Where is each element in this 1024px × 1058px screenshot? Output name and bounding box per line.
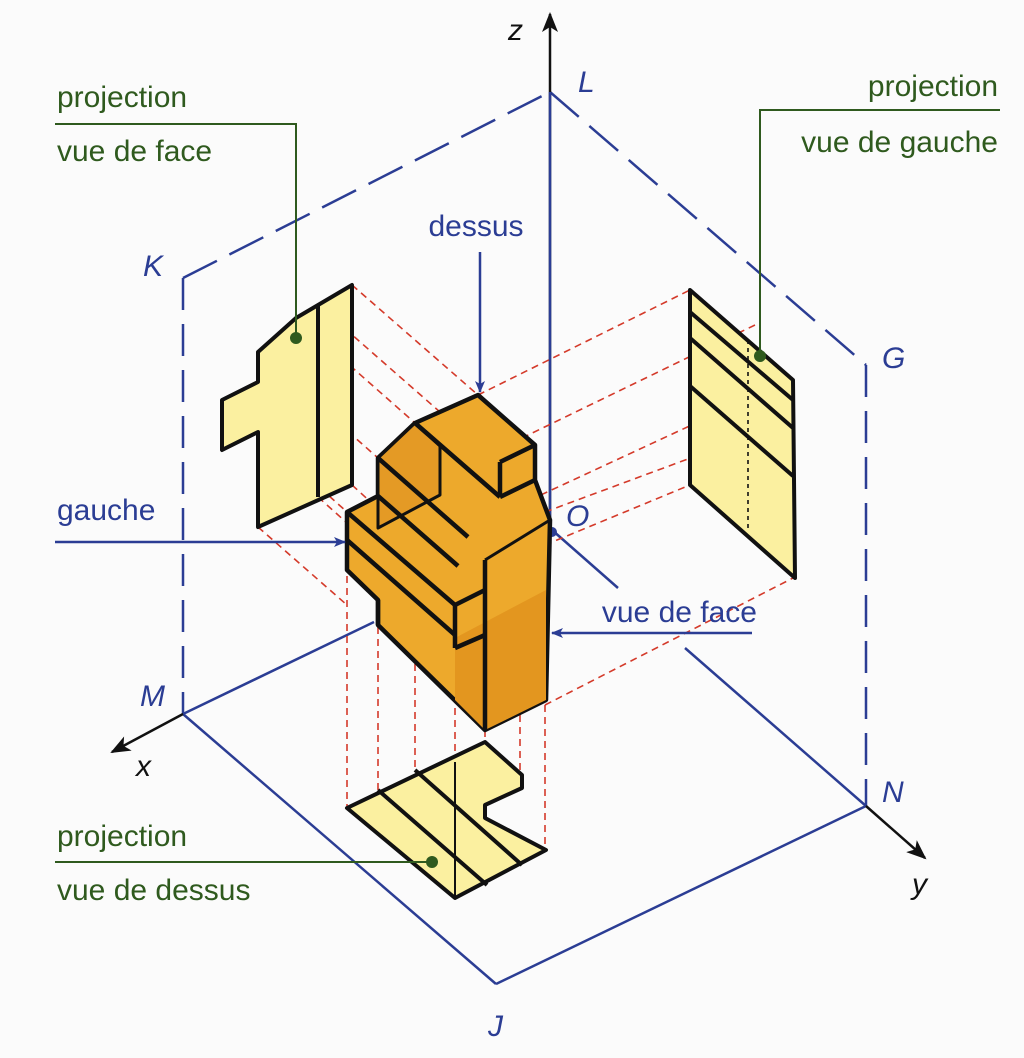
plane-edge-M-J <box>182 713 497 985</box>
top-view-shape <box>345 740 548 900</box>
front-view-callout-dot <box>290 332 302 344</box>
solid-object <box>344 392 553 733</box>
x-axis <box>110 712 184 754</box>
solid-shaded-face <box>455 590 546 730</box>
front-projection-label-1: projection <box>57 81 187 114</box>
top-view-callout-dot <box>426 856 438 868</box>
top-view-projection <box>345 740 548 900</box>
front-view-projection <box>220 283 354 529</box>
left-view-projection <box>688 288 797 580</box>
left-projection-label-2: vue de gauche <box>801 126 998 159</box>
text-labels: projection vue de face projection vue de… <box>57 14 998 1043</box>
plane-edge-L-G <box>549 91 867 366</box>
dessus-label: dessus <box>428 210 523 243</box>
front-view-shape <box>220 283 354 529</box>
point-O: O <box>566 500 589 533</box>
point-N: N <box>882 776 904 809</box>
point-G: G <box>882 342 905 375</box>
gauche-label: gauche <box>57 494 155 527</box>
view-arrows <box>55 252 752 638</box>
top-projection-label-1: projection <box>57 820 187 853</box>
vue-de-face-label: vue de face <box>602 596 757 629</box>
y-axis <box>865 805 927 860</box>
axes <box>110 12 927 860</box>
plane-edge-O-y <box>551 529 619 589</box>
reference-planes <box>181 90 868 986</box>
point-M: M <box>140 680 165 713</box>
callout-leaders <box>55 109 1000 863</box>
axis-z-label: z <box>507 14 523 47</box>
point-J: J <box>487 1010 504 1043</box>
top-projection-label-2: vue de dessus <box>57 874 250 907</box>
left-view-callout-dot <box>754 350 766 362</box>
point-L: L <box>578 66 595 99</box>
plane-edge-M-O <box>182 620 375 716</box>
left-projection-label-1: projection <box>868 70 998 103</box>
point-K: K <box>143 250 165 283</box>
plane-edge-K-L <box>182 90 551 280</box>
front-projection-label-2: vue de face <box>57 135 212 168</box>
axis-x-label: x <box>134 750 152 783</box>
plane-edge-J-N <box>495 804 867 986</box>
axis-y-label: y <box>910 868 929 901</box>
plane-edge-O-N <box>684 647 867 807</box>
